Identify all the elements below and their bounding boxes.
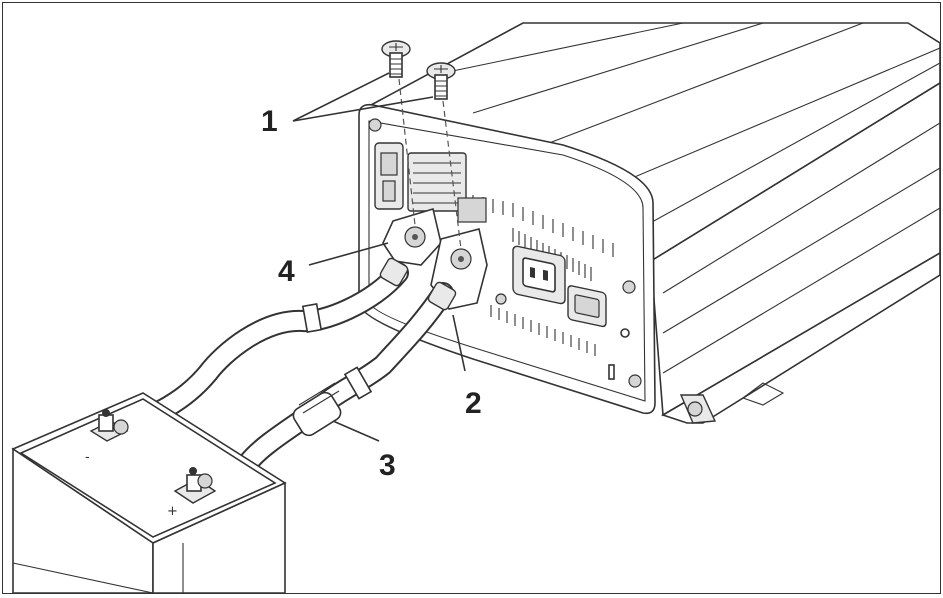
screw-icon: [381, 40, 411, 78]
battery-positive-terminal: [173, 467, 217, 504]
terminal-cover-negative: [382, 207, 442, 266]
panel-screw-icon: [628, 374, 642, 388]
inverter-front-panel: [358, 103, 656, 415]
battery-positive-sign: +: [167, 504, 178, 519]
panel-screw-icon: [622, 280, 636, 294]
battery: - +: [11, 392, 287, 593]
screw-icon: [426, 62, 456, 100]
status-led-icon: [620, 328, 630, 338]
callout-1: 1: [261, 105, 278, 138]
battery-negative-sign: -: [85, 450, 90, 465]
power-switch: [567, 285, 607, 328]
leader-lines: [292, 72, 466, 442]
panel-screw-icon: [495, 293, 507, 305]
callout-2: 2: [465, 387, 482, 420]
callout-4: 4: [278, 255, 295, 288]
mounting-screws: [381, 40, 462, 250]
negative-cable: [122, 257, 409, 434]
battery-negative-terminal: [89, 409, 129, 442]
panel-screw-icon: [368, 118, 382, 132]
inline-fuse: [292, 382, 342, 437]
dc-terminal-block: [407, 152, 487, 223]
fuse-icon: [457, 197, 487, 223]
ac-outlet: [512, 245, 566, 305]
callout-3: 3: [379, 449, 396, 482]
slot-icon: [608, 364, 615, 380]
inverter-battery-connection-diagram: - + 1 2 3 4: [11, 22, 940, 593]
